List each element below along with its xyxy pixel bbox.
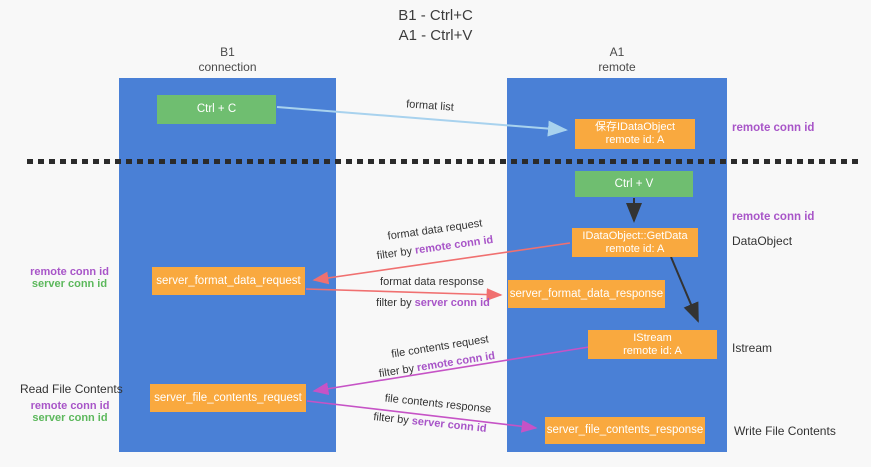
node-istream-line1: IStream [633, 331, 672, 344]
annotation-server-conn-id-left-1: server conn id [31, 278, 108, 290]
node-server-format-data-response-label: server_format_data_response [509, 287, 664, 300]
flow-label-format-list: format list [405, 98, 455, 114]
annotation-format-request-ids: remote conn id server conn id [22, 266, 117, 290]
filter-by-text: filter by [376, 297, 415, 309]
filter-key-server-conn-id: server conn id [411, 415, 488, 435]
node-server-format-data-request: server_format_data_request [152, 267, 305, 295]
left-column-name: B1 [220, 45, 235, 59]
right-column-header: A1 remote [507, 45, 727, 75]
annotation-write-file-contents: Write File Contents [734, 424, 836, 438]
filter-key-server-conn-id: server conn id [414, 297, 490, 309]
node-idataobject-getdata-line1: IDataObject::GetData [582, 229, 688, 242]
node-server-file-contents-response-label: server_file_contents_response [546, 424, 704, 436]
filter-by-text: filter by [376, 244, 416, 263]
filter-key-remote-conn-id: remote conn id [414, 233, 494, 257]
node-server-file-contents-response: server_file_contents_response [545, 417, 705, 444]
filter-by-text: filter by [372, 411, 413, 428]
node-save-idataobject-line2: remote id: A [605, 134, 665, 146]
right-column-name: A1 [609, 45, 625, 59]
annotation-read-file-contents: Read File Contents [20, 382, 123, 396]
title-line-1: B1 - Ctrl+C [398, 7, 473, 24]
node-server-file-contents-request: server_file_contents_request [150, 384, 306, 412]
left-column-header: B1 connection [119, 45, 336, 75]
flow-label-format-data-response: format data response [380, 276, 484, 288]
node-server-format-data-request-label: server_format_data_request [156, 274, 301, 287]
annotation-server-conn-id-left-2: server conn id [32, 412, 108, 424]
node-ctrl-v: Ctrl + V [575, 171, 693, 197]
annotation-remote-conn-id-left-2: remote conn id [30, 400, 110, 412]
dashed-divider-line [27, 159, 863, 164]
node-server-file-contents-request-label: server_file_contents_request [154, 391, 302, 404]
right-column-subtitle: remote [598, 60, 636, 74]
annotation-file-request-ids: Read File Contents remote conn id server… [20, 382, 123, 424]
node-ctrl-v-label: Ctrl + V [614, 177, 654, 190]
node-ctrl-c-label: Ctrl + C [196, 103, 237, 115]
annotation-dataobject: DataObject [732, 234, 793, 248]
node-istream-line2: remote id: A [623, 344, 682, 357]
node-idataobject-getdata: IDataObject::GetData remote id: A [572, 228, 698, 257]
annotation-remote-conn-id-left-1: remote conn id [30, 266, 109, 278]
node-ctrl-c: Ctrl + C [157, 95, 276, 124]
left-column-subtitle: connection [198, 60, 257, 74]
annotation-remote-conn-id-mid: remote conn id [732, 211, 815, 223]
node-idataobject-getdata-line2: remote id: A [605, 242, 665, 255]
title-line-2: A1 - Ctrl+V [398, 27, 473, 44]
node-save-idataobject: 保存IDataObject remote id: A [575, 119, 695, 149]
node-save-idataobject-line1: 保存IDataObject [594, 121, 676, 133]
node-server-format-data-response: server_format_data_response [508, 280, 665, 308]
node-istream: IStream remote id: A [588, 330, 717, 359]
flow-label-format-data-response-filter: filter by server conn id [348, 297, 518, 309]
annotation-remote-conn-id-top: remote conn id [732, 122, 815, 134]
filter-by-text: filter by [378, 362, 419, 381]
annotation-istream: Istream [732, 341, 773, 355]
diagram-title: B1 - Ctrl+C A1 - Ctrl+V [0, 6, 871, 46]
